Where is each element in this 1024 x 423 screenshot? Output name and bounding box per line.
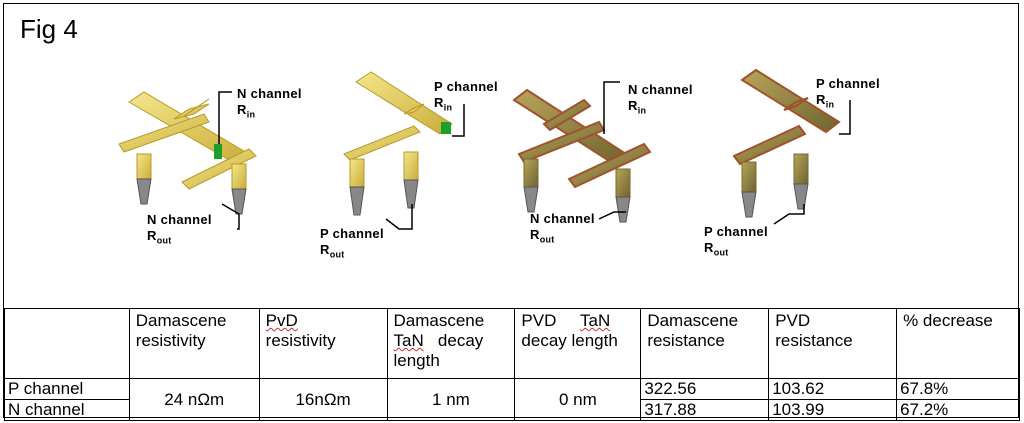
label-2-in: P channel Rin <box>434 79 498 113</box>
label-1-in: N channel Rin <box>237 86 302 120</box>
cell-n-pvd-resistance: 103.99 <box>768 399 898 421</box>
cell-pvd-resistivity: 16nΩm <box>258 378 388 421</box>
cell-damascene-decay: 1 nm <box>386 378 516 421</box>
label-3-in: N channel Rin <box>628 82 693 116</box>
cell-p-damascene-resistance: 322.56 <box>640 378 770 400</box>
structure-1 <box>118 91 257 230</box>
cell-pvd-decay: 0 nm <box>514 378 642 421</box>
label-4-out: P channel Rout <box>704 224 768 258</box>
label-1-out: N channel Rout <box>147 212 212 246</box>
header-damascene-resistance: Damascene resistance <box>640 308 770 379</box>
green-contact <box>441 122 451 134</box>
cell-p-pvd-resistance: 103.62 <box>768 378 898 400</box>
structure-4 <box>732 68 851 225</box>
table-row: N channel 317.88 103.99 67.2% <box>4 399 1020 421</box>
header-damascene-resistivity: Damascene resistivity <box>128 308 260 379</box>
label-3-out: N channel Rout <box>530 211 595 245</box>
row-label-p-channel: P channel <box>4 378 130 400</box>
header-percent-decrease: % decrease <box>896 308 1020 379</box>
header-empty <box>4 308 130 379</box>
figure-frame: Fig 4 <box>3 3 1020 421</box>
structure-3 <box>512 81 652 223</box>
table-row: P channel 24 nΩm 16nΩm 1 nm 0 nm 322.56 … <box>4 378 1020 421</box>
cell-n-decrease: 67.2% <box>896 399 1020 421</box>
header-pvd-resistance: PVD resistance <box>768 308 898 379</box>
cell-n-damascene-resistance: 317.88 <box>640 399 770 421</box>
figure-area: Fig 4 <box>4 4 1020 309</box>
structure-2 <box>343 71 465 230</box>
row-label-n-channel: N channel <box>4 399 130 421</box>
label-2-out: P channel Rout <box>320 226 384 260</box>
cell-damascene-resistivity: 24 nΩm <box>128 378 260 421</box>
green-contact <box>214 144 222 159</box>
via-illustrations <box>118 68 851 230</box>
cell-p-decrease: 67.8% <box>896 378 1020 400</box>
figure-title: Fig 4 <box>20 14 78 44</box>
label-4-in: P channel Rin <box>816 76 880 110</box>
